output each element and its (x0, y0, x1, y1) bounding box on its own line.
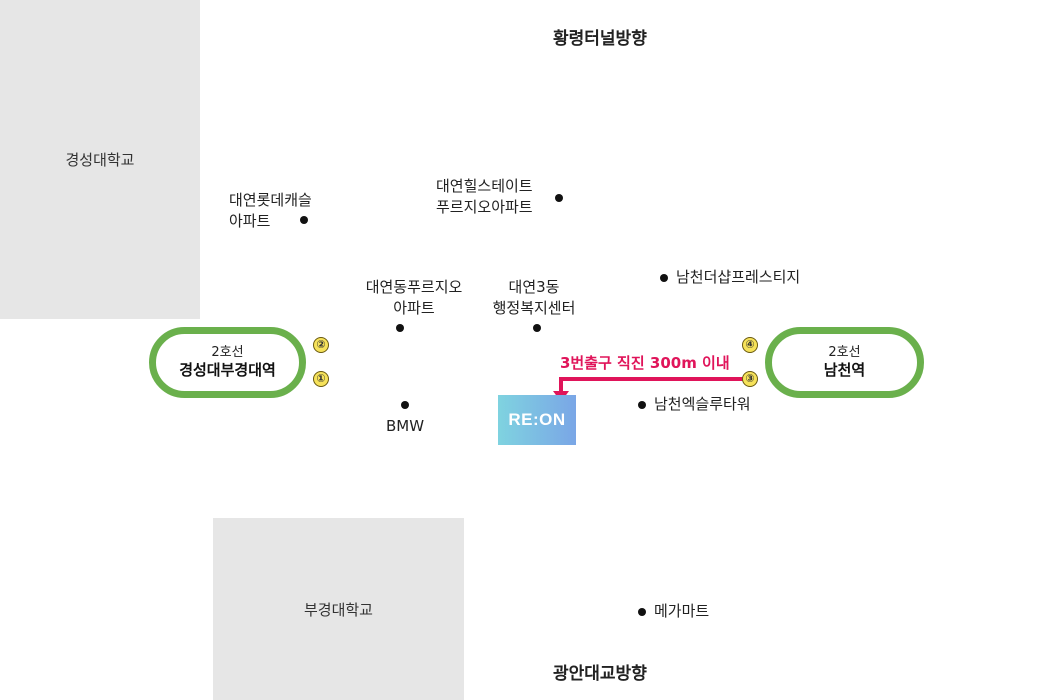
kyungsung-university-label: 경성대학교 (65, 151, 135, 169)
place-label-line1: 대연롯데캐슬 (229, 191, 312, 209)
station-kyungsung-pukyong[interactable]: 2호선 경성대부경대역 (149, 327, 306, 398)
place-marker-dot (300, 216, 308, 224)
reon-logo: RE:ON (498, 395, 576, 445)
station-name: 경성대부경대역 (179, 361, 276, 380)
direction-north-label: 황령터널방향 (553, 29, 647, 49)
station-namcheon[interactable]: 2호선 남천역 (765, 327, 924, 398)
place-marker-dot (401, 401, 409, 409)
place-namcheon-the-sharp: 남천더샵프레스티지 (676, 268, 801, 286)
place-daeyeon-prugio: 대연동푸르지오 아파트 (358, 277, 470, 319)
place-daeyeon3-community-center: 대연3동 행정복지센터 (486, 277, 582, 319)
exit-2-badge: ② (313, 337, 329, 353)
place-label-line1: 대연3동 (508, 278, 560, 296)
place-marker-dot (660, 274, 668, 282)
place-namcheon-exl-tower: 남천엑슬루타워 (654, 395, 751, 413)
pukyong-university-label: 부경대학교 (303, 600, 373, 619)
place-marker-dot (555, 194, 563, 202)
place-label-line2: 아파트 (393, 299, 435, 317)
station-line-label: 2호선 (211, 345, 244, 360)
reon-logo-text: RE:ON (508, 410, 566, 429)
pukyong-university-block: 부경대학교 (213, 518, 464, 700)
place-marker-dot (638, 608, 646, 616)
place-label-line2: 아파트 (229, 212, 271, 230)
exit-4-badge: ④ (742, 337, 758, 353)
station-name: 남천역 (823, 361, 866, 380)
place-bmw: BMW (386, 417, 425, 435)
exit-1-badge: ① (313, 371, 329, 387)
place-marker-dot (638, 401, 646, 409)
place-label-line2: 푸르지오아파트 (436, 198, 533, 216)
direction-south-label: 광안대교방향 (553, 664, 647, 684)
place-label-line1: 대연동푸르지오 (365, 278, 463, 296)
place-daeyeon-lotte-castle: 대연롯데캐슬 아파트 (229, 190, 312, 232)
place-marker-dot (533, 324, 541, 332)
place-mega-mart: 메가마트 (654, 602, 710, 620)
place-daeyeon-hills-state: 대연힐스테이트 푸르지오아파트 (436, 176, 533, 218)
place-label-line1: 대연힐스테이트 (436, 177, 533, 195)
station-line-label: 2호선 (828, 345, 861, 360)
place-marker-dot (396, 324, 404, 332)
exit-3-badge: ③ (742, 371, 758, 387)
kyungsung-university-block: 경성대학교 (0, 0, 200, 319)
place-label-line2: 행정복지센터 (492, 299, 576, 317)
route-label: 3번출구 직진 300m 이내 (560, 354, 730, 372)
